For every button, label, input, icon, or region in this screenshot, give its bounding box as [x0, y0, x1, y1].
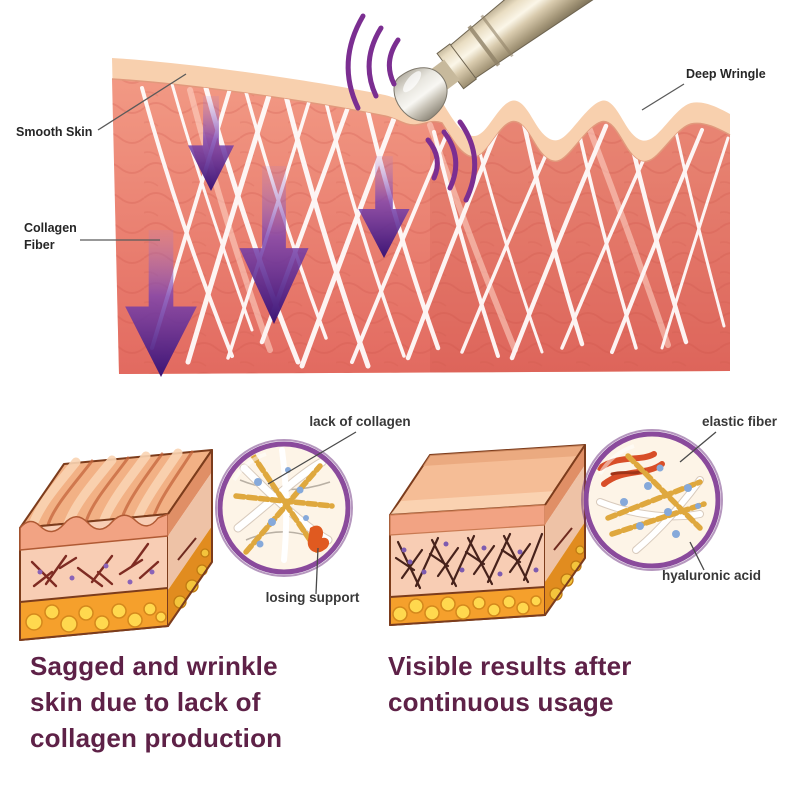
device-band — [467, 25, 501, 67]
side-face-epidermis — [168, 450, 212, 536]
lens-gloss — [598, 444, 635, 476]
before-caption-line: skin due to lack of — [30, 687, 261, 717]
magnifier-healthy-fibers — [581, 429, 723, 571]
label-pointer-lines — [80, 73, 685, 241]
before-after-illustration — [19, 429, 723, 641]
beauty-device — [393, 0, 625, 122]
dermis-particles — [401, 541, 539, 577]
after-caption-line: continuous usage — [388, 687, 614, 717]
epidermis-band — [19, 513, 169, 551]
hydration-dots — [254, 467, 309, 548]
elastic-fiber-label: elastic fiber — [702, 414, 778, 429]
before-callout-lines — [267, 431, 357, 595]
fat-cells — [392, 595, 542, 622]
magnifier-lack-of-collagen — [215, 439, 353, 577]
fat-cells — [25, 602, 167, 633]
side-face-dermis — [545, 465, 585, 582]
before-caption-line: collagen production — [30, 723, 283, 753]
vibration-waves-icon — [345, 13, 478, 203]
sparse-collagen-fibers — [30, 542, 160, 588]
collagen-fiber-label: Collagen Fiber — [24, 221, 77, 252]
top-highlight — [390, 491, 556, 515]
device-highlight — [403, 71, 422, 93]
top-shadow — [423, 445, 585, 466]
after-callout-lines — [679, 431, 717, 571]
before-caption: Sagged and wrinkle skin due to lack of c… — [30, 648, 360, 756]
device-band — [480, 14, 514, 58]
lack-of-collagen-label: lack of collagen — [309, 414, 411, 429]
after-caption: Visible results after continuous usage — [388, 648, 718, 720]
skin-cross-section-illustration — [80, 0, 731, 377]
after-caption-line: Visible results after — [388, 651, 632, 681]
before-caption-line: Sagged and wrinkle — [30, 651, 278, 681]
healthy-skin-block — [389, 444, 586, 626]
sagged-skin-block — [19, 448, 213, 641]
deep-wrinkle-label: Deep Wringle — [686, 67, 766, 81]
side-face-epidermis — [545, 445, 585, 525]
side-face-dermis — [168, 472, 212, 590]
smooth-skin-label: Smooth Skin — [16, 125, 93, 139]
block-outline — [167, 449, 213, 627]
lens-gloss — [232, 452, 267, 482]
side-fat-cells — [549, 545, 585, 601]
losing-support-marker — [307, 525, 330, 553]
magnifier-content — [596, 451, 707, 554]
dermis-particles — [37, 563, 155, 585]
smooth-skin-pointer — [97, 73, 187, 131]
deep-wrinkle-pointer — [641, 83, 685, 111]
hyaluronic-acid-label: hyaluronic acid — [662, 568, 762, 583]
hyaluronic-dots — [620, 464, 701, 538]
device-neck — [431, 59, 460, 90]
magnifier-content — [233, 447, 335, 563]
losing-support-label: losing support — [265, 590, 360, 605]
